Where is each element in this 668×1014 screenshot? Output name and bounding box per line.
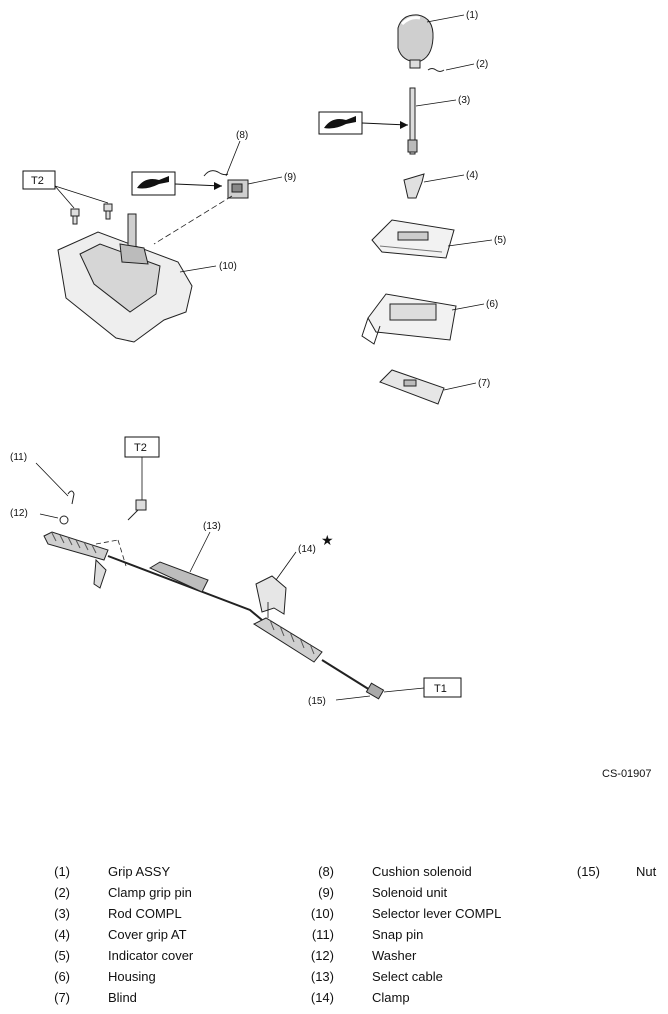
torque-label-t1: T1: [434, 683, 447, 695]
cushion-solenoid: [203, 170, 229, 177]
callout-5: (5): [494, 235, 506, 246]
star-mark: ★: [321, 532, 334, 548]
washer: [59, 515, 69, 525]
torque-label-t2-upper: T2: [31, 175, 44, 187]
callout-12: (12): [10, 508, 28, 519]
selector-lever-compl: [57, 213, 193, 343]
parts-legend: (1)Grip ASSY (2)Clamp grip pin (3)Rod CO…: [54, 864, 657, 1005]
callout-14: (14): [298, 544, 316, 555]
snap-pin: [67, 490, 75, 505]
grease-icon: [131, 171, 223, 196]
callout-4: (4): [466, 170, 478, 181]
grease-icon: [318, 111, 409, 135]
figure-code: CS-01907: [602, 768, 652, 780]
torque-box-t2-upper: [22, 170, 56, 190]
exploded-parts-diagram: (1) (2) (3) (4) (5) (6) (7) (8) (9) (10)…: [10, 10, 506, 707]
clamp-grip-pin: [427, 68, 445, 72]
cover-grip-at: [403, 173, 425, 199]
indicator-cover: [371, 219, 455, 259]
blind: [379, 369, 445, 405]
rod-compl: [407, 87, 418, 155]
callout-7: (7): [478, 378, 490, 389]
callout-11: (11): [10, 452, 27, 463]
callout-2: (2): [476, 59, 488, 70]
torque-box-t1: [423, 677, 462, 698]
callout-3: (3): [458, 95, 470, 106]
bolt: [127, 499, 147, 521]
callout-1: (1): [466, 10, 478, 21]
housing: [361, 293, 457, 345]
callout-15: (15): [308, 696, 326, 707]
grip-assy: [397, 14, 434, 69]
torque-label-t2-lower: T2: [134, 442, 147, 454]
callout-13: (13): [203, 521, 221, 532]
callout-8: (8): [236, 130, 248, 141]
callout-9: (9): [284, 172, 296, 183]
clamp: [255, 575, 287, 615]
bolt: [70, 203, 113, 225]
callout-10: (10): [219, 261, 237, 272]
callout-6: (6): [486, 299, 498, 310]
select-cable: [43, 531, 385, 700]
solenoid-unit: [227, 179, 249, 199]
